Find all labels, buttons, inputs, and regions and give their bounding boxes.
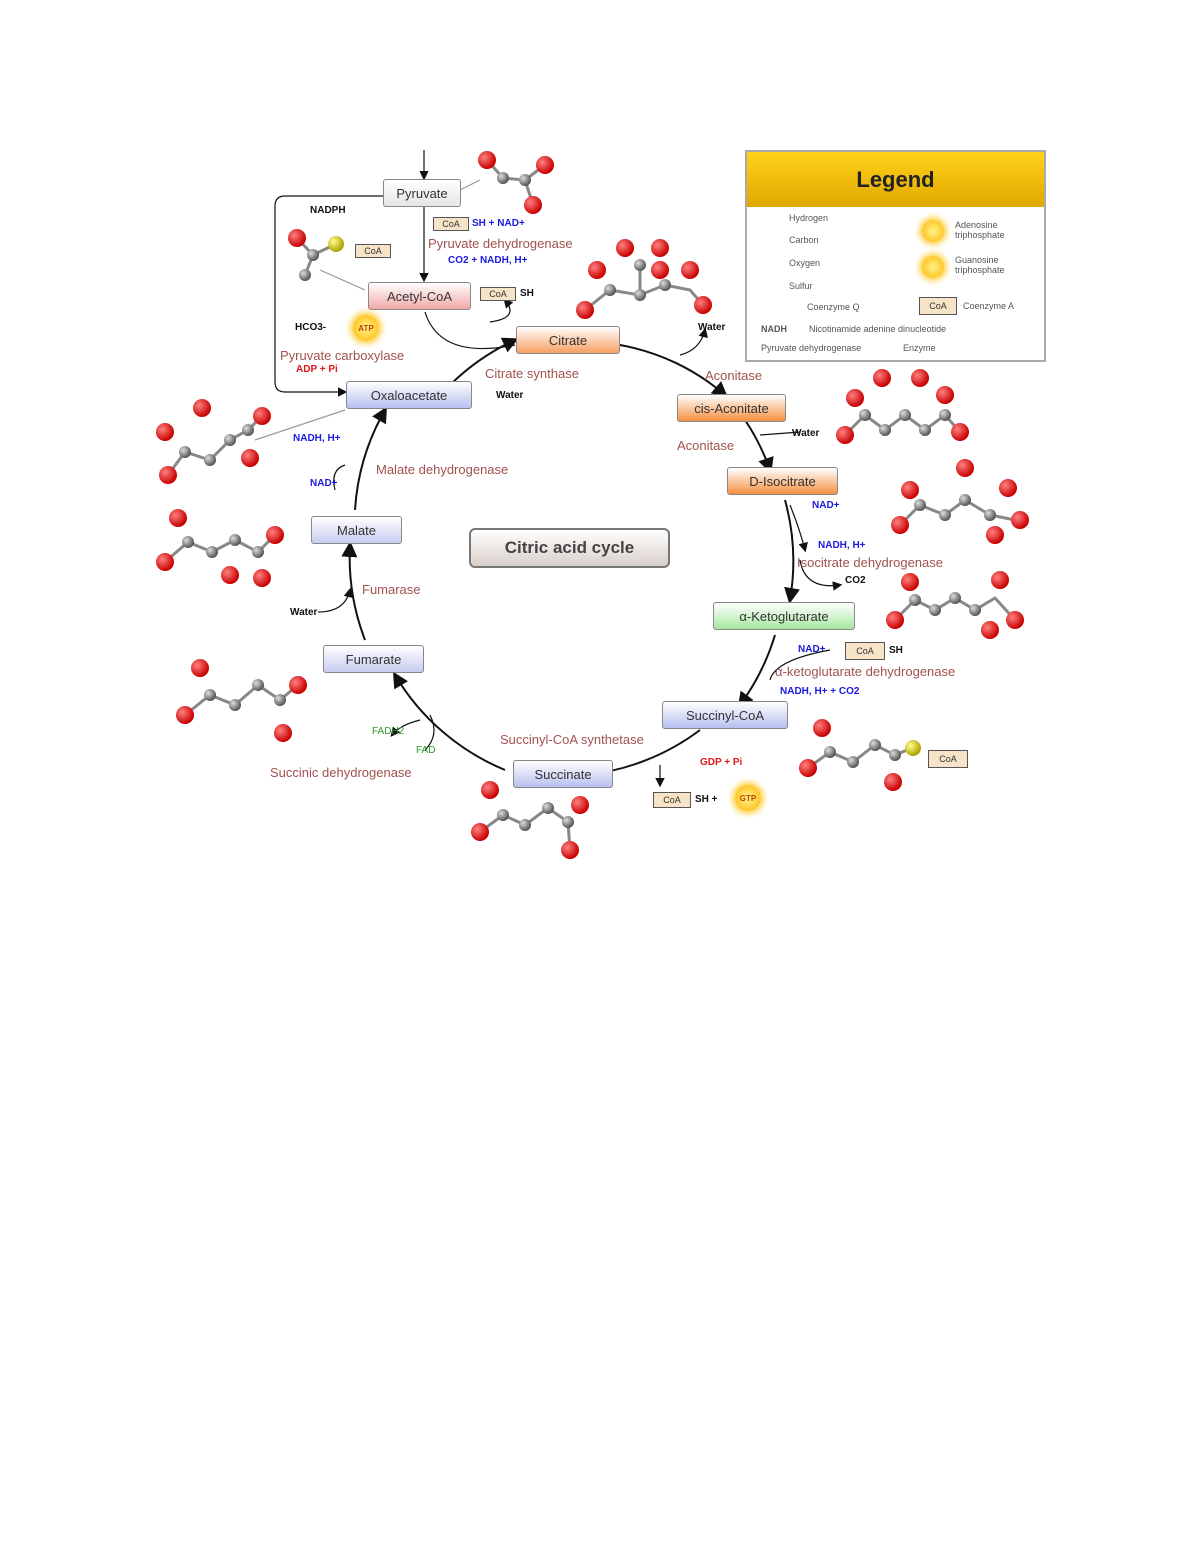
enzyme-pyruvate-dehydrogenase: Pyruvate dehydrogenase bbox=[428, 236, 573, 251]
cofactor-nadh-1: NADH, H+ bbox=[818, 540, 866, 551]
enzyme-succinyl-coa-synthetase: Succinyl-CoA synthetase bbox=[500, 732, 644, 747]
legend-panel: Legend Hydrogen Carbon Oxygen Sulfur Coe… bbox=[745, 150, 1046, 362]
cofactor-water-1: Water bbox=[496, 390, 524, 401]
acetyl-molecule bbox=[288, 229, 344, 281]
metabolite-acetyl-coa: Acetyl-CoA bbox=[368, 282, 471, 310]
enzyme-akg-dehydrogenase: α-ketoglutarate dehydrogenase bbox=[775, 664, 956, 679]
cofactor-water-3: Water bbox=[792, 428, 820, 439]
legend-sulfur: Sulfur bbox=[789, 281, 813, 291]
cis-aconitate-molecule bbox=[836, 369, 969, 444]
legend-coa-box: CoA bbox=[919, 297, 957, 315]
metabolite-malate: Malate bbox=[311, 516, 402, 544]
legend-oxygen: Oxygen bbox=[789, 258, 821, 268]
enzyme-pyruvate-carboxylase: Pyruvate carboxylase bbox=[280, 348, 405, 363]
isocitrate-molecule bbox=[891, 459, 1029, 544]
metabolite-cis-aconitate: cis-Aconitate bbox=[677, 394, 786, 422]
legend-nadh: Nicotinamide adenine dinucleotide bbox=[809, 324, 947, 334]
legend-hydrogen: Hydrogen bbox=[789, 213, 829, 223]
metabolite-succinate: Succinate bbox=[513, 760, 613, 788]
coa-box-succinyl: CoA bbox=[928, 750, 968, 768]
succinyl-coa-molecule bbox=[799, 719, 921, 791]
metabolite-succinyl-coa: Succinyl-CoA bbox=[662, 701, 788, 729]
cofactor-nad-2: NAD+ bbox=[798, 644, 826, 655]
metabolite-fumarate: Fumarate bbox=[323, 645, 424, 673]
cofactor-adp-pi-1: ADP + Pi bbox=[296, 364, 338, 375]
alpha-ketoglutarate-molecule bbox=[886, 571, 1024, 639]
metabolite-citrate: Citrate bbox=[516, 326, 620, 354]
legend-coa: Coenzyme A bbox=[963, 301, 1015, 311]
malate-molecule bbox=[156, 509, 284, 587]
metabolite-alpha-ketoglutarate: α-Ketoglutarate bbox=[713, 602, 855, 630]
metabolite-isocitrate: D-Isocitrate bbox=[727, 467, 838, 495]
enzyme-fumarase: Fumarase bbox=[362, 582, 421, 597]
legend-nadh-key: NADH bbox=[761, 324, 787, 334]
legend-carbon: Carbon bbox=[789, 235, 819, 245]
cycle-arcs bbox=[341, 337, 800, 782]
cofactor-hco3: HCO3- bbox=[295, 322, 327, 333]
coa-box-acetyl: CoA bbox=[355, 244, 391, 258]
legend-atp: Adenosine triphosphate bbox=[955, 220, 1005, 240]
metabolite-pyruvate: Pyruvate bbox=[383, 179, 461, 207]
entry-arrows bbox=[254, 150, 843, 788]
cofactor-sh-nad: SH + NAD+ bbox=[472, 218, 525, 229]
enzyme-isocitrate-dehydrogenase: Isocitrate dehydrogenase bbox=[797, 555, 943, 570]
cofactor-nadph: NADPH bbox=[310, 205, 346, 216]
coa-box-akg: CoA bbox=[845, 642, 885, 660]
legend-atp-icon bbox=[922, 220, 944, 242]
enzyme-malate-dehydrogenase: Malate dehydrogenase bbox=[376, 462, 509, 477]
cofactor-nad-3: NAD+ bbox=[310, 478, 338, 489]
cofactor-sh-2: SH bbox=[889, 645, 903, 656]
cofactor-coa-sh: SH + bbox=[695, 794, 718, 805]
cofactor-co2-1: CO2 bbox=[845, 575, 866, 586]
enzyme-aconitase-2: Aconitase bbox=[677, 438, 735, 453]
coa-box-citrate-synthase: CoA bbox=[480, 287, 516, 301]
enzyme-succinic-dehydrogenase: Succinic dehydrogenase bbox=[270, 765, 412, 780]
legend-enzyme-key: Pyruvate dehydrogenase bbox=[761, 343, 862, 353]
legend-enzyme: Enzyme bbox=[903, 343, 936, 353]
cofactor-water-2: Water bbox=[698, 322, 726, 333]
metabolite-oxaloacetate: Oxaloacetate bbox=[346, 381, 472, 409]
legend-coenzyme-q: Coenzyme Q bbox=[807, 302, 860, 312]
enzyme-aconitase-1: Aconitase bbox=[705, 368, 763, 383]
cofactor-sh-1: SH bbox=[520, 288, 534, 299]
legend-title: Legend bbox=[747, 152, 1044, 207]
coa-box-pdh: CoA bbox=[433, 217, 469, 231]
citrate-molecule bbox=[576, 239, 712, 319]
cofactor-fadh2: FADH2 bbox=[372, 726, 405, 737]
coa-box-succinate: CoA bbox=[653, 792, 691, 808]
atp-icon: ATP bbox=[353, 315, 379, 341]
cofactor-nadh-3: NADH, H+ bbox=[293, 433, 341, 444]
cofactor-nadh-co2: NADH, H+ + CO2 bbox=[780, 686, 860, 697]
succinate-molecule bbox=[471, 781, 589, 859]
enzyme-citrate-synthase: Citrate synthase bbox=[485, 366, 579, 381]
cofactor-gdp-pi: GDP + Pi bbox=[700, 757, 743, 768]
cofactor-co2-nadh: CO2 + NADH, H+ bbox=[448, 255, 528, 266]
pyruvate-molecule bbox=[478, 151, 554, 214]
legend-gtp: Guanosine triphosphate bbox=[955, 255, 1005, 275]
cofactor-nad-1: NAD+ bbox=[812, 500, 840, 511]
gtp-icon: GTP bbox=[735, 785, 761, 811]
legend-gtp-icon bbox=[922, 256, 944, 278]
fumarate-molecule bbox=[176, 659, 307, 742]
oxaloacetate-molecule bbox=[156, 399, 271, 484]
cofactor-fad: FAD bbox=[416, 745, 436, 756]
cofactor-water-4: Water bbox=[290, 607, 318, 618]
diagram-title: Citric acid cycle bbox=[469, 528, 670, 568]
